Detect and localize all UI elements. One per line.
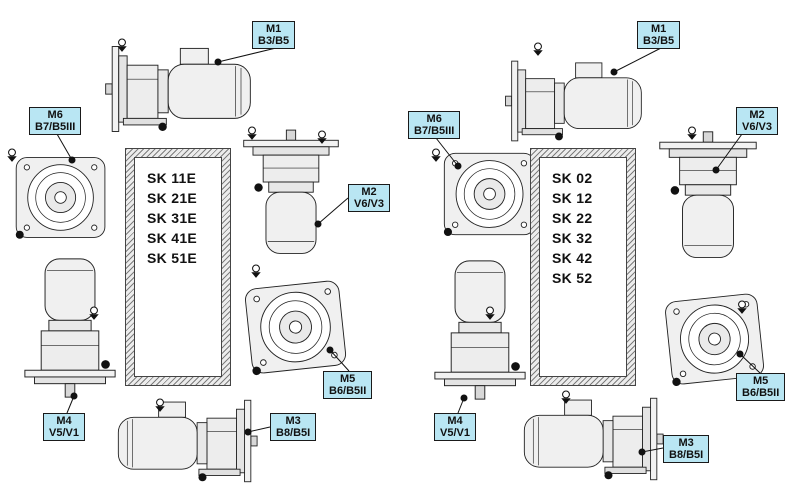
position-code: M5 bbox=[340, 373, 356, 385]
position-code: M4 bbox=[447, 415, 463, 427]
model-list-frame-right: SK 02 SK 12 SK 22 SK 32 SK 42 SK 52 bbox=[530, 148, 636, 386]
position-code: M3 bbox=[285, 415, 301, 427]
model-item: SK 02 bbox=[552, 170, 593, 186]
position-code: M6 bbox=[47, 109, 63, 121]
model-item: SK 21E bbox=[147, 190, 198, 206]
callout-m4-left: M4 V5/V1 bbox=[43, 413, 85, 441]
callout-m6-left: M6 B7/B5III bbox=[29, 107, 82, 135]
model-list-frame-left: SK 11E SK 21E SK 31E SK 41E SK 51E bbox=[125, 148, 231, 386]
callout-m1-left: M1 B3/B5 bbox=[252, 21, 296, 49]
model-item: SK 12 bbox=[552, 190, 593, 206]
callout-m3-left: M3 B8/B5I bbox=[270, 413, 317, 441]
model-list-right: SK 02 SK 12 SK 22 SK 32 SK 42 SK 52 bbox=[539, 157, 627, 377]
position-code: M6 bbox=[426, 113, 442, 125]
model-item: SK 32 bbox=[552, 230, 593, 246]
model-item: SK 52 bbox=[552, 270, 593, 286]
motor-illustration-m3-right bbox=[508, 392, 666, 486]
mounting-code: B7/B5III bbox=[414, 125, 455, 137]
model-item: SK 42 bbox=[552, 250, 593, 266]
mounting-code: B7/B5III bbox=[35, 121, 76, 133]
motor-illustration-m5-left bbox=[235, 274, 356, 379]
motor-illustration-m6-right bbox=[438, 148, 542, 240]
model-item: SK 31E bbox=[147, 210, 198, 226]
callout-m1-right: M1 B3/B5 bbox=[637, 21, 681, 49]
callout-m6-right: M6 B7/B5III bbox=[408, 111, 461, 139]
motor-illustration-m1-right bbox=[500, 55, 660, 147]
position-code: M2 bbox=[361, 186, 377, 198]
mounting-code: B6/B5II bbox=[742, 387, 780, 399]
position-code: M5 bbox=[753, 375, 769, 387]
position-code: M2 bbox=[749, 109, 765, 121]
mounting-code: V6/V3 bbox=[742, 121, 772, 133]
mounting-code: B8/B5I bbox=[669, 449, 704, 461]
motor-illustration-m2-left bbox=[240, 126, 342, 264]
callout-m5-right: M5 B6/B5II bbox=[736, 373, 786, 401]
position-code: M1 bbox=[265, 23, 282, 35]
model-item: SK 51E bbox=[147, 250, 198, 266]
model-item: SK 11E bbox=[147, 170, 197, 186]
motor-illustration-m3-left bbox=[102, 394, 260, 488]
mounting-code: V5/V1 bbox=[49, 427, 79, 439]
position-code: M4 bbox=[56, 415, 72, 427]
position-code: M1 bbox=[650, 23, 667, 35]
mounting-code: B6/B5II bbox=[329, 385, 367, 397]
mounting-code: B8/B5I bbox=[276, 427, 311, 439]
callout-m5-left: M5 B6/B5II bbox=[323, 371, 373, 399]
callout-m4-right: M4 V5/V1 bbox=[434, 413, 476, 441]
mounting-code: B3/B5 bbox=[258, 35, 290, 47]
motor-illustration-m6-left bbox=[10, 150, 112, 245]
mounting-code: B3/B5 bbox=[643, 35, 675, 47]
motor-illustration-m2-right bbox=[656, 128, 760, 268]
mounting-code: V5/V1 bbox=[440, 427, 470, 439]
position-code: M3 bbox=[678, 437, 694, 449]
model-list-left: SK 11E SK 21E SK 31E SK 41E SK 51E bbox=[134, 157, 222, 377]
callout-m2-left: M2 V6/V3 bbox=[348, 184, 390, 212]
motor-illustration-m1-left bbox=[105, 40, 265, 138]
callout-m2-right: M2 V6/V3 bbox=[736, 107, 778, 135]
model-item: SK 22 bbox=[552, 210, 593, 226]
motor-illustration-m4-right bbox=[432, 258, 528, 402]
mounting-code: V6/V3 bbox=[354, 198, 384, 210]
motor-illustration-m4-left bbox=[22, 256, 118, 400]
callout-m3-right: M3 B8/B5I bbox=[663, 435, 710, 463]
model-item: SK 41E bbox=[147, 230, 198, 246]
